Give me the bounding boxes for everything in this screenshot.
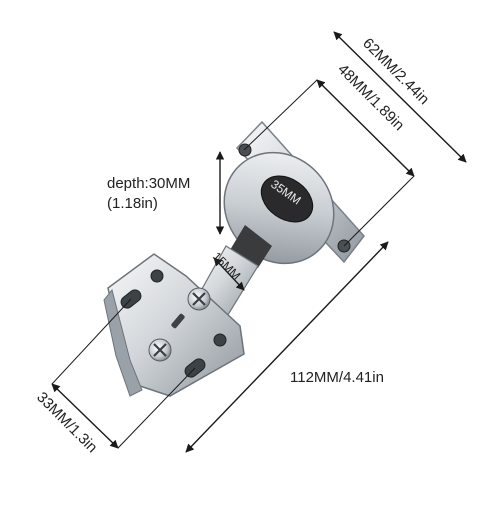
cup-insert — [260, 175, 314, 223]
dimension-lines — [51, 31, 467, 453]
length-line — [185, 241, 389, 453]
mount-width-line — [316, 79, 415, 177]
round-hole-icon — [213, 333, 227, 347]
base-plate-wing — [103, 288, 143, 397]
mount-hole-icon — [238, 143, 252, 157]
hinge — [103, 120, 365, 397]
overall-width-line — [333, 31, 467, 163]
plate-width-line — [51, 383, 119, 449]
depth-label-line1: depth:30MM — [107, 175, 190, 192]
clip-slot — [171, 313, 185, 329]
adjust-screw-icon — [187, 287, 211, 311]
round-hole-icon — [150, 269, 164, 283]
length-label: 112MM/4.41in — [290, 369, 384, 386]
depth-label-line2: (1.18in) — [107, 195, 158, 212]
adjust-screw-icon — [148, 338, 172, 362]
